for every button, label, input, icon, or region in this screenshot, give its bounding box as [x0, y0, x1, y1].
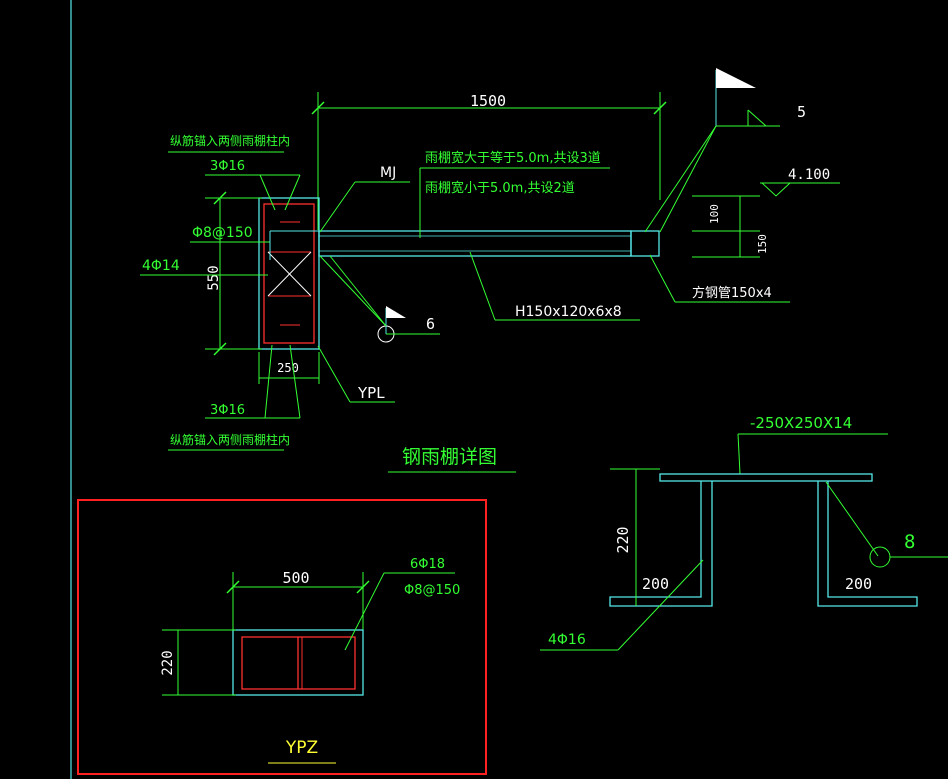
label-ypz: YPZ [285, 738, 318, 758]
ypz-highlight-box[interactable] [77, 499, 487, 775]
label-square-tube: 方钢管150x4 [692, 285, 772, 301]
ypz-column-outline [232, 629, 364, 696]
flag-6-number: 6 [426, 315, 435, 333]
dim-150: 150 [756, 234, 769, 254]
label-ypz-stirrup: Φ8@150 [404, 583, 460, 598]
dim-length-1500: 1500 [470, 92, 506, 110]
square-tube [630, 230, 660, 257]
label-plate: -250X250X14 [750, 414, 852, 432]
label-side-rebar: 4Φ14 [142, 258, 180, 274]
ypz-detail: 500 220 6Φ18 Φ8@150 YPZ [160, 557, 460, 764]
main-detail: 1500 550 250 纵筋锚入两侧雨棚柱内 3Φ16 Φ8@150 [140, 68, 840, 451]
label-rebar-bottom: 3Φ16 [210, 403, 245, 418]
flag-5-number: 5 [797, 103, 806, 121]
dim-100: 100 [708, 204, 721, 224]
column-rebar-cage [263, 203, 315, 344]
label-ypl: YPL [357, 384, 385, 402]
dim-ypz-height: 220 [160, 650, 176, 675]
drawing-title: 钢雨棚详图 [402, 446, 497, 468]
flag-6-icon [386, 306, 406, 318]
detail-8-circle [869, 546, 891, 568]
embed-plate [659, 473, 873, 482]
label-ypz-rebar: 6Φ18 [410, 557, 445, 572]
label-mj: MJ [380, 165, 396, 181]
note-rebar-anchor-bottom: 纵筋锚入两侧雨棚柱内 [170, 432, 290, 447]
detail-8-number: 8 [904, 531, 915, 553]
dim-plate-right: 200 [845, 575, 872, 593]
label-elevation: 4.100 [788, 167, 830, 183]
plate-detail: -250X250X14 220 200 200 4Φ16 8 [540, 414, 948, 651]
dim-plate-left: 200 [642, 575, 669, 593]
elevation-mark-icon [761, 182, 791, 197]
label-stirrup-main: Φ8@150 [192, 225, 253, 241]
label-beam-section: H150x120x6x8 [515, 304, 622, 320]
steel-beam [318, 230, 632, 257]
flag-5-icon [716, 68, 756, 88]
label-rebar-top: 3Φ16 [210, 159, 245, 174]
dim-ypz-width: 500 [282, 569, 309, 587]
dim-column-height: 550 [206, 265, 222, 290]
label-plate-rebar: 4Φ16 [548, 632, 586, 648]
note-rebar-anchor-top: 纵筋锚入两侧雨棚柱内 [170, 133, 290, 148]
dim-column-width: 250 [277, 361, 299, 375]
dim-plate-height: 220 [614, 526, 632, 553]
note-width-lt-5: 雨棚宽小于5.0m,共设2道 [425, 180, 575, 196]
note-width-ge-5: 雨棚宽大于等于5.0m,共设3道 [425, 150, 601, 166]
